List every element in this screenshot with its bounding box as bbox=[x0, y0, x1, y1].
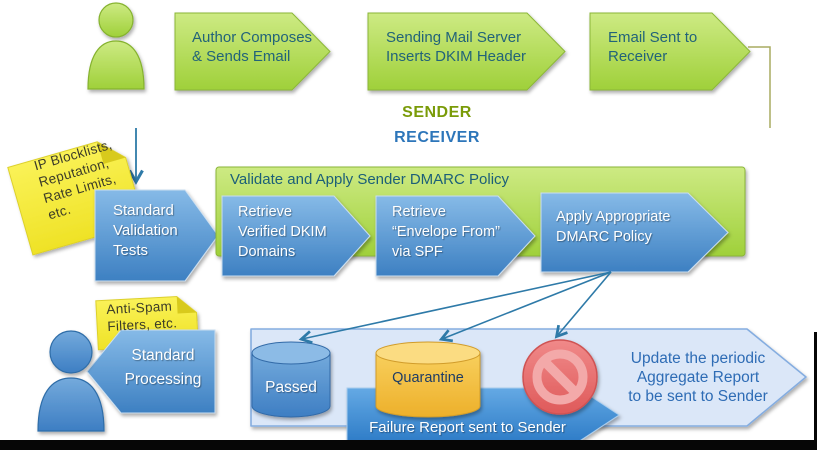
retrieve-dkim-arrow bbox=[221, 195, 371, 277]
dmarc-group-title: Validate and Apply Sender DMARC Policy bbox=[230, 171, 510, 188]
quarantine-label: Quarantine bbox=[392, 370, 464, 386]
apply-policy-arrow bbox=[540, 192, 729, 273]
passed-label: Passed bbox=[265, 379, 317, 396]
retrieve-spf-label: Retrieve “Envelope From” via SPF bbox=[392, 204, 500, 260]
receiver-person-icon bbox=[37, 330, 105, 432]
quarantine-cylinder bbox=[375, 341, 481, 418]
standard-processing-label: Standard Processing bbox=[124, 347, 202, 388]
retrieve-dkim-label: Retrieve Verified DKIM Domains bbox=[238, 204, 327, 260]
arrow-to-reject bbox=[554, 271, 612, 339]
sender-lane-label: SENDER bbox=[402, 104, 472, 121]
receiver-lane-label: RECEIVER bbox=[394, 129, 480, 146]
sticky-fold bbox=[176, 296, 197, 314]
aggregate-report-label: Update the periodic Aggregate Report to … bbox=[628, 350, 768, 405]
bottom-screen-edge-bar bbox=[0, 440, 817, 450]
standard-validation-label: Standard Validation Tests bbox=[113, 202, 178, 259]
dkim-step-label: Sending Mail Server Inserts DKIM Header bbox=[386, 29, 527, 65]
failure-report-label: Failure Report sent to Sender bbox=[369, 419, 566, 436]
author-step-arrow bbox=[174, 12, 331, 91]
arrow-to-passed bbox=[298, 271, 612, 344]
arrow-to-quarantine bbox=[438, 271, 612, 343]
standard-processing-arrow bbox=[86, 329, 216, 414]
policy-outcome-arrows bbox=[298, 271, 612, 344]
sticky-fold bbox=[97, 141, 126, 164]
send-step-arrow bbox=[589, 12, 751, 91]
apply-policy-label: Apply Appropriate DMARC Policy bbox=[556, 209, 671, 245]
send-step-label: Email Sent to Receiver bbox=[608, 29, 698, 65]
retrieve-spf-arrow bbox=[375, 195, 536, 277]
author-step-label: Author Composes & Sends Email bbox=[192, 29, 313, 65]
no-entry-icon bbox=[522, 339, 598, 415]
sender-person-icon bbox=[87, 2, 145, 90]
standard-validation-arrow bbox=[94, 189, 219, 282]
email-to-receiver-connector bbox=[748, 46, 771, 128]
right-screen-edge-bar bbox=[814, 332, 817, 442]
passed-cylinder bbox=[251, 341, 331, 418]
antispam-note-label: Anti-Spam Filters, etc. bbox=[106, 298, 178, 334]
dkim-step-arrow bbox=[367, 12, 566, 91]
